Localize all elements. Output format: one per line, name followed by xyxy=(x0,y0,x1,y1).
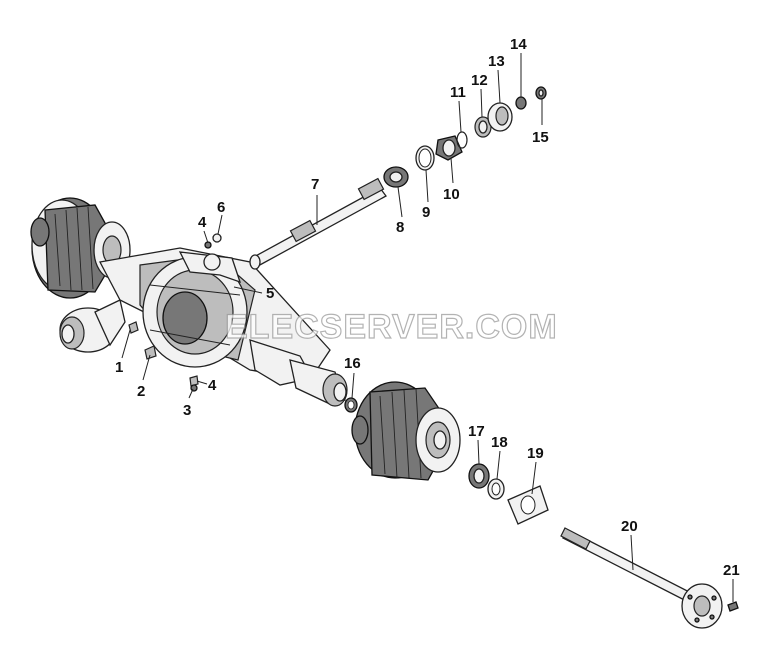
upper-parts xyxy=(383,86,547,188)
callout-21: 21 xyxy=(723,562,740,579)
axle-shaft xyxy=(560,527,739,629)
pinion-shaft xyxy=(249,177,387,270)
callout-3: 3 xyxy=(183,402,191,419)
axle-housing xyxy=(99,247,331,386)
callout-13: 13 xyxy=(488,53,505,70)
callout-6: 6 xyxy=(217,199,225,216)
left-brake-chamber xyxy=(59,299,126,353)
callout-17: 17 xyxy=(468,423,485,440)
callout-14: 14 xyxy=(510,36,527,53)
lower-hub-parts xyxy=(468,463,549,525)
callout-5: 5 xyxy=(266,285,274,302)
callout-16: 16 xyxy=(344,355,361,372)
right-brake-drum xyxy=(351,381,461,481)
callout-20: 20 xyxy=(621,518,638,535)
callout-4-upper: 4 xyxy=(198,214,207,231)
callout-8: 8 xyxy=(396,219,404,236)
callout-10: 10 xyxy=(443,186,460,203)
snap-ring xyxy=(344,397,358,413)
callout-4-lower: 4 xyxy=(208,377,217,394)
callout-9: 9 xyxy=(422,204,430,221)
callout-1: 1 xyxy=(115,359,123,376)
callout-2: 2 xyxy=(137,383,145,400)
callout-12: 12 xyxy=(471,72,488,89)
small-fasteners xyxy=(128,233,222,392)
watermark-text: ELECSERVER.COM xyxy=(225,308,558,346)
callout-11: 11 xyxy=(450,84,466,101)
callout-18: 18 xyxy=(491,434,508,451)
callout-19: 19 xyxy=(527,445,544,462)
callout-15: 15 xyxy=(532,129,549,146)
callout-labels: 1 2 3 4 4 5 6 7 8 9 10 11 12 13 14 15 16… xyxy=(115,36,740,579)
leader-lines xyxy=(121,53,734,602)
callout-7: 7 xyxy=(311,176,319,193)
right-spindle xyxy=(289,359,348,407)
